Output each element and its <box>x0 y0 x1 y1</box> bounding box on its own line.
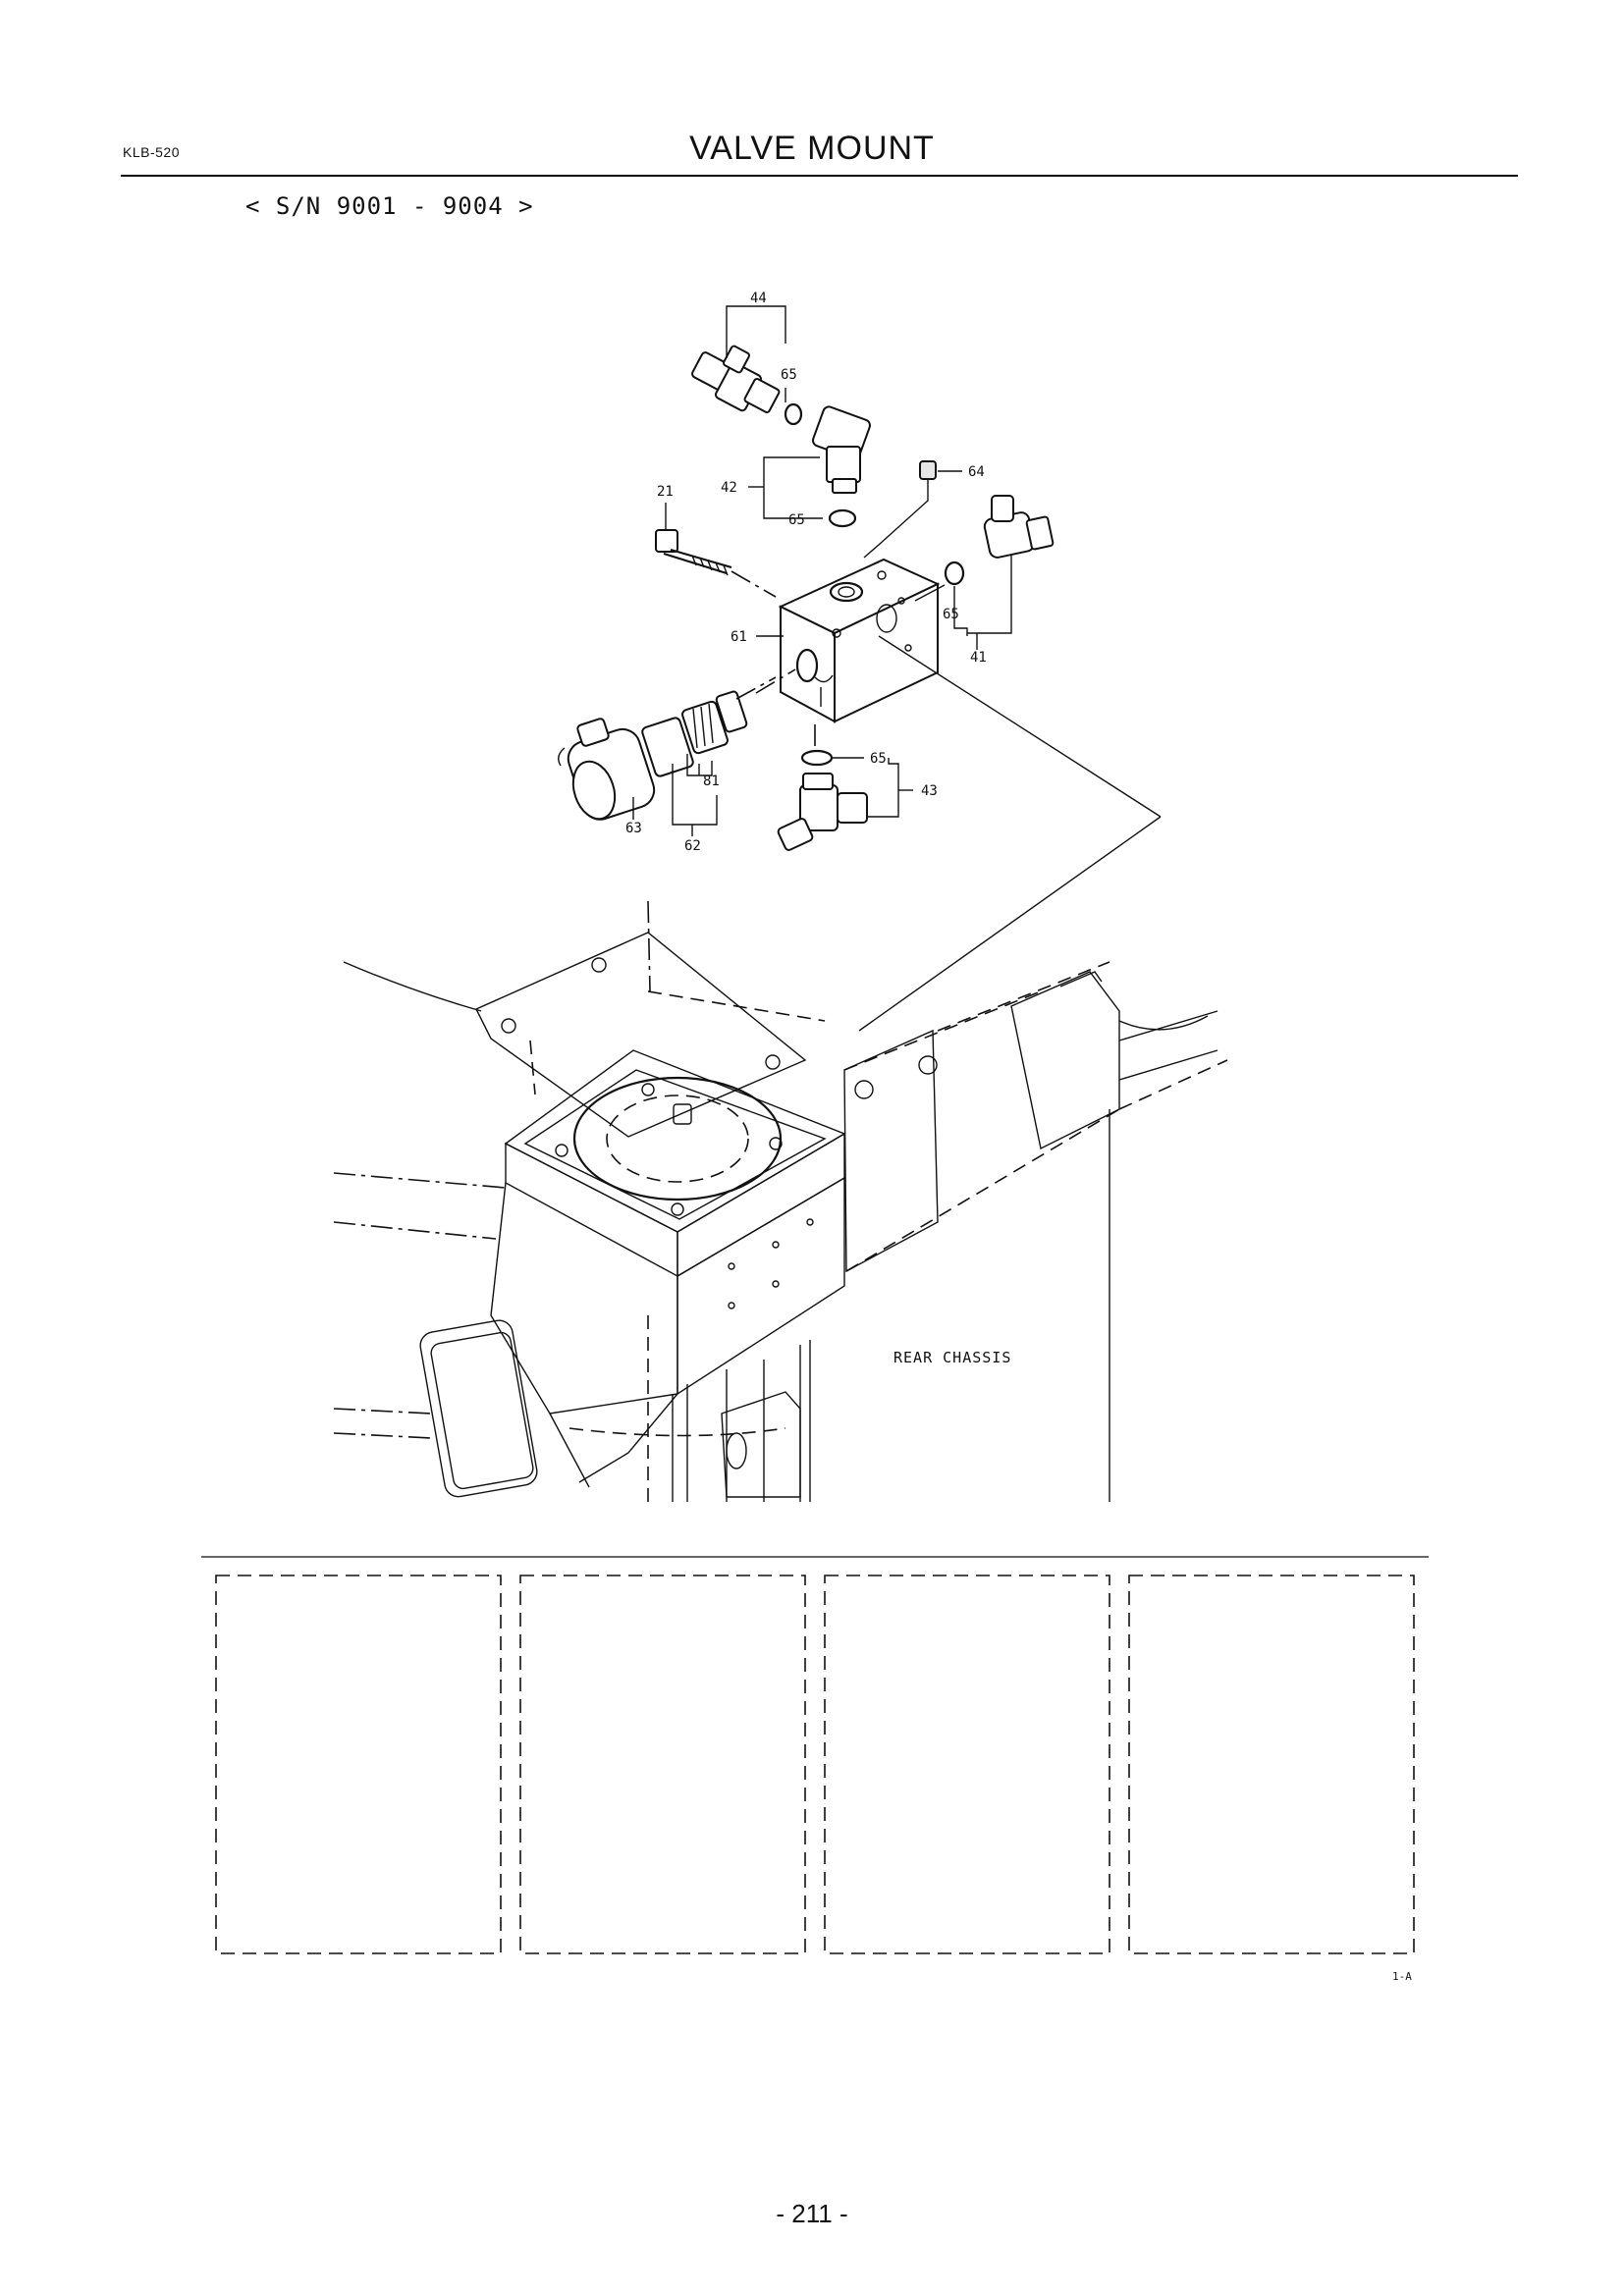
part-44-tee-fitting <box>691 345 781 413</box>
serial-range: < S/N 9001 - 9004 > <box>245 192 534 220</box>
leader-44 <box>726 305 786 344</box>
callout-44: 44 <box>750 291 767 306</box>
notes-box-4 <box>1128 1575 1415 1954</box>
leader-62 <box>672 764 718 826</box>
part-65-o-ring <box>944 561 965 586</box>
page-number: - 211 - <box>776 2199 848 2228</box>
leader-43 <box>864 758 899 818</box>
model-code: KLB-520 <box>123 144 180 160</box>
rear-chassis-outline <box>333 900 1228 1502</box>
part-63-solenoid-coil <box>558 718 656 821</box>
leader-64-b <box>863 479 929 559</box>
part-62-valve-cartridge <box>641 690 748 777</box>
leader-65-right <box>953 586 968 636</box>
part-42-elbow-fitting <box>812 405 871 494</box>
callout-63: 63 <box>625 821 642 836</box>
leader-42 <box>763 456 823 519</box>
callout-81: 81 <box>703 774 720 789</box>
mount-line-a <box>878 635 1162 818</box>
page-title: VALVE MOUNT <box>689 130 935 167</box>
valve-axis <box>755 668 796 694</box>
notes-box-2 <box>519 1575 806 1954</box>
callout-65: 65 <box>943 607 959 622</box>
callout-65: 65 <box>781 367 797 383</box>
callout-62: 62 <box>684 838 701 854</box>
callout-21: 21 <box>657 484 674 500</box>
part-65-o-ring <box>784 402 803 426</box>
notes-box-1 <box>215 1575 502 1954</box>
notes-table <box>215 1575 1415 1954</box>
callout-43: 43 <box>921 783 938 799</box>
callout-65: 65 <box>788 512 805 528</box>
cartridge-axis <box>735 676 777 700</box>
header-rule <box>121 175 1518 177</box>
part-61-valve-block <box>778 558 941 723</box>
part-21-bolt <box>655 529 732 576</box>
notes-separator-rule <box>201 1556 1429 1558</box>
part-41-elbow-fitting <box>983 495 1055 559</box>
callout-41: 41 <box>970 650 987 666</box>
notes-box-3 <box>824 1575 1110 1954</box>
part-64-plug <box>919 460 937 480</box>
bolt-axis <box>731 570 777 598</box>
callout-61: 61 <box>731 629 747 645</box>
callout-65: 65 <box>870 751 887 767</box>
mount-line-b <box>858 816 1162 1032</box>
callout-64: 64 <box>968 464 985 480</box>
leader-41-axis <box>914 584 946 602</box>
part-65-o-ring <box>828 508 857 528</box>
callout-42: 42 <box>721 480 737 496</box>
sheet-reference: 1-A <box>1392 1970 1412 1983</box>
part-43-tee-fitting <box>777 773 868 851</box>
leader-41 <box>967 555 1012 634</box>
rear-chassis-label: REAR CHASSIS <box>893 1349 1011 1366</box>
part-65-o-ring <box>800 749 834 767</box>
